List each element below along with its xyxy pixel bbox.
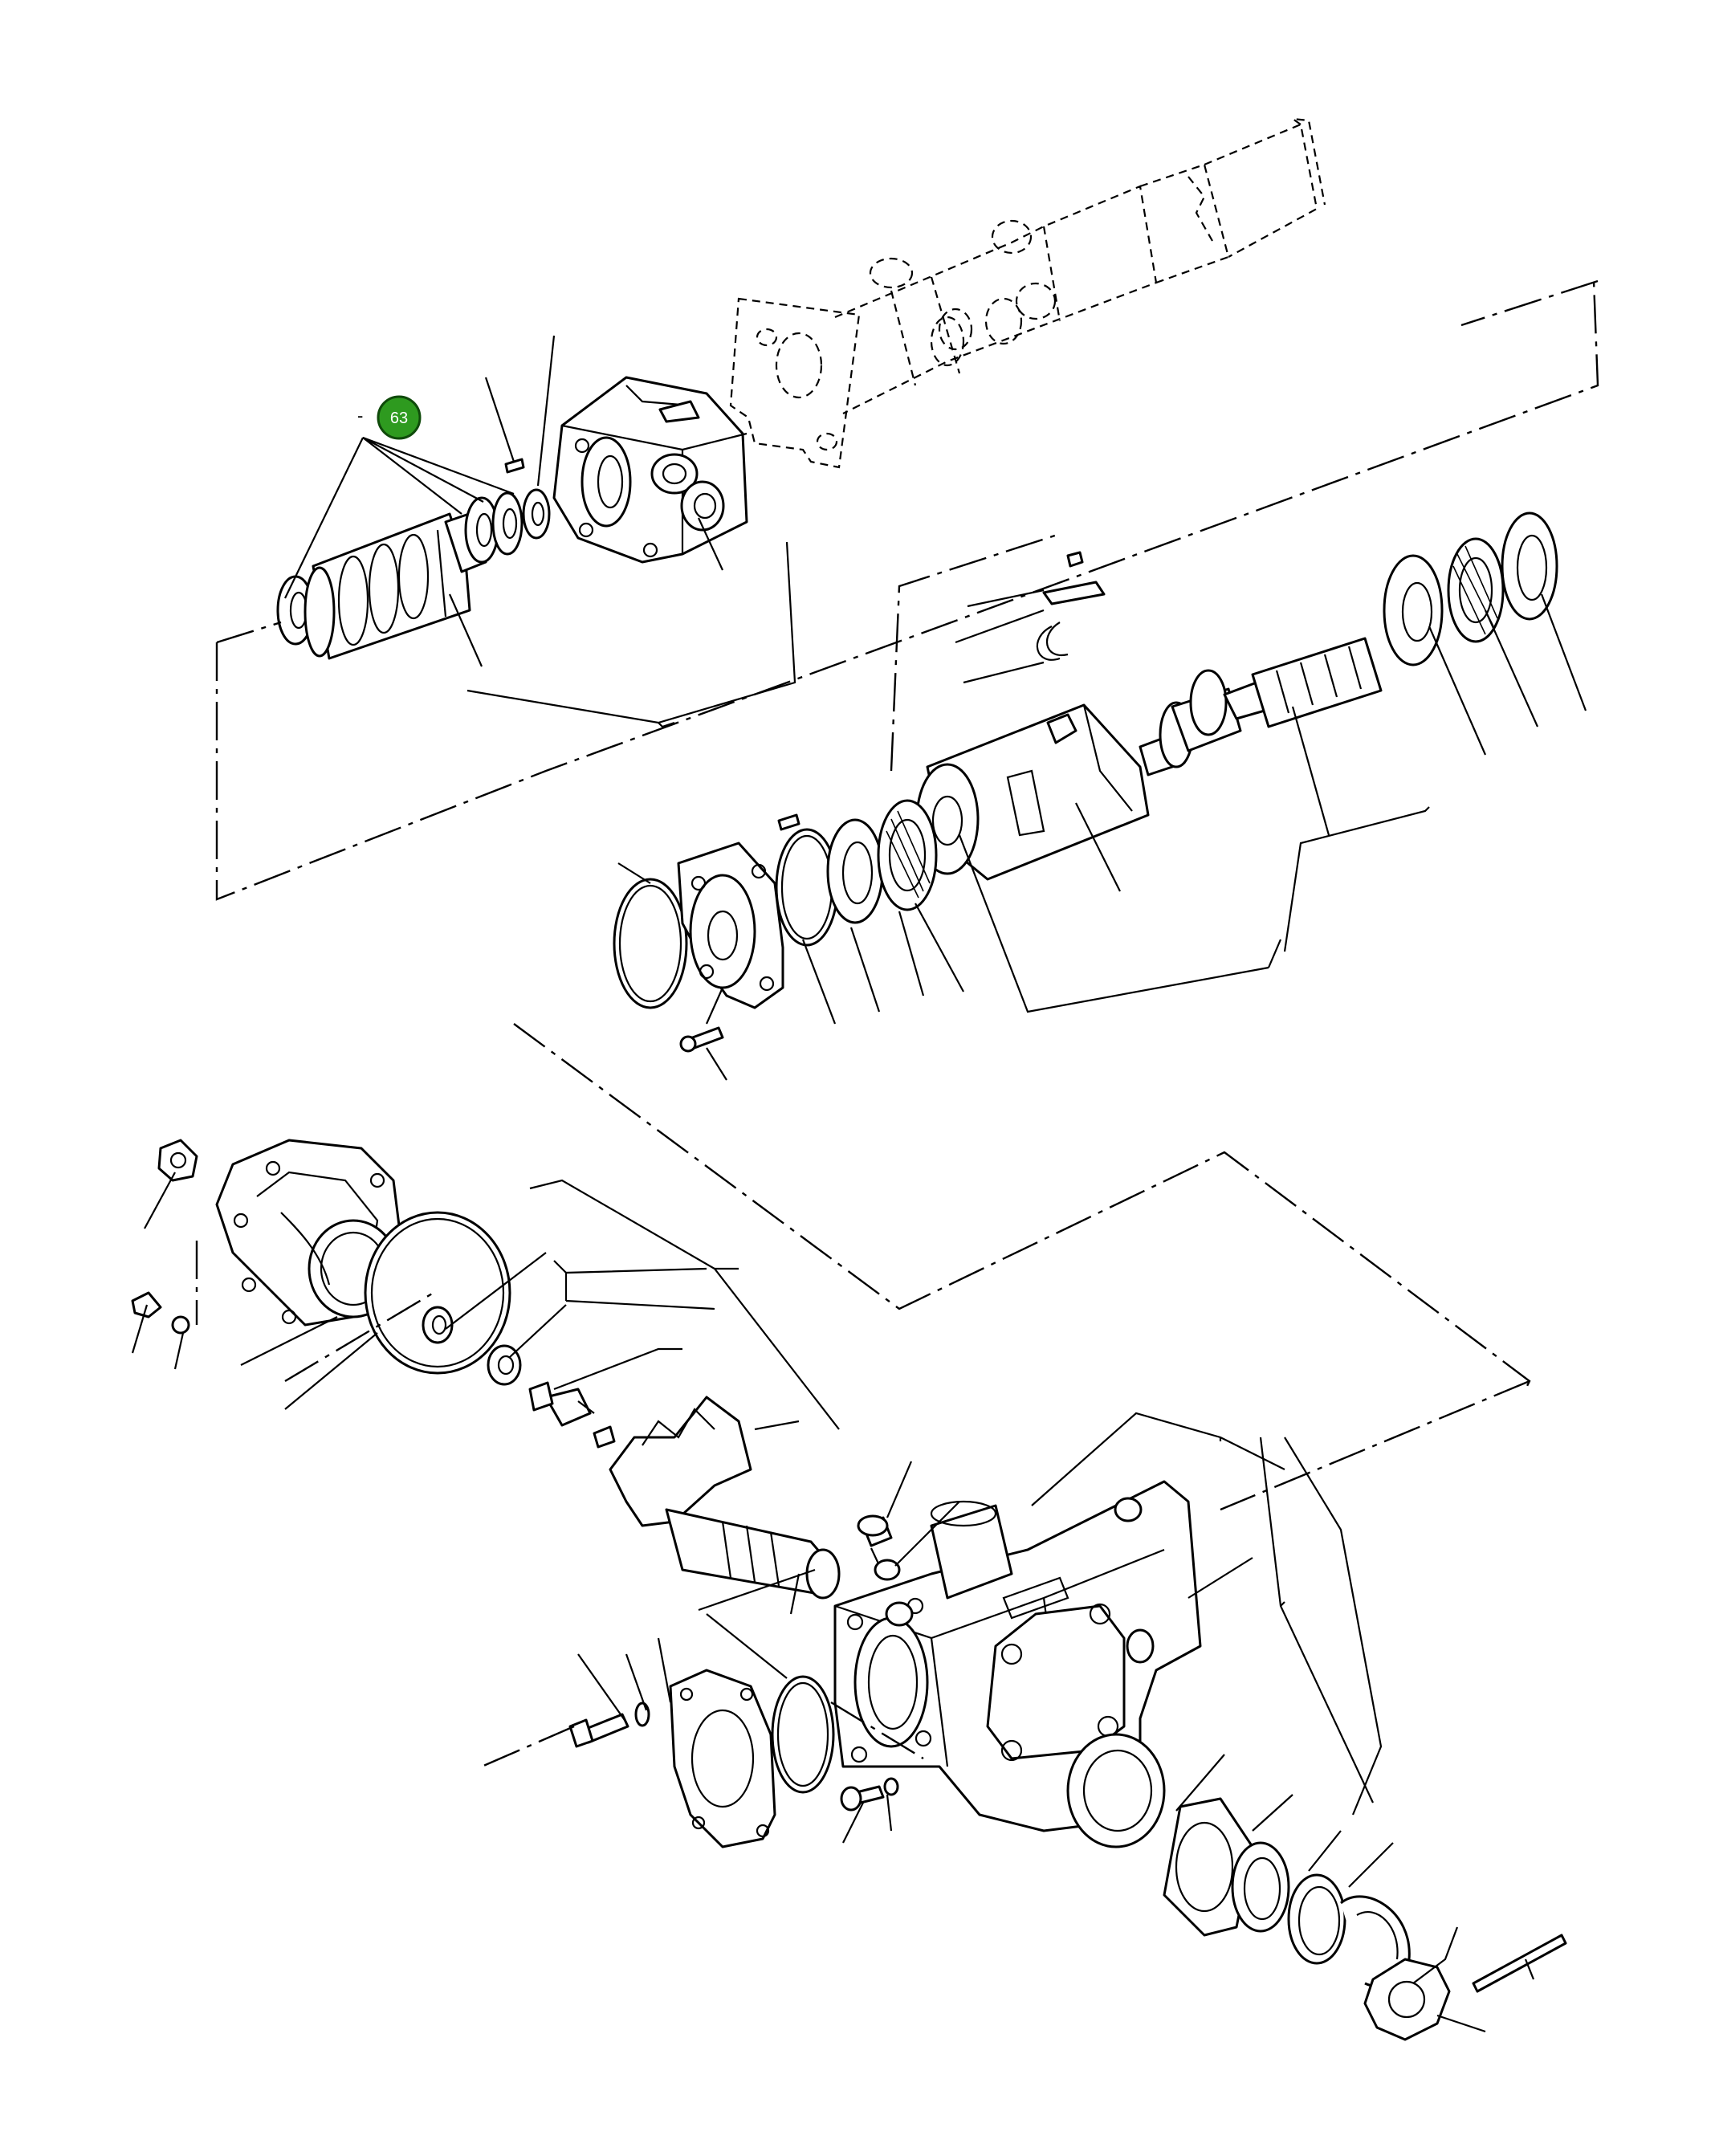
callout-63-badge	[377, 395, 422, 440]
output-bearing-stack	[1163, 1797, 1567, 2041]
valve-body	[552, 376, 748, 564]
gear-housing	[833, 1480, 1202, 1848]
filler-plug	[857, 1514, 901, 1581]
phantom-housing	[729, 117, 1326, 469]
leader-lines	[131, 335, 1587, 2033]
callout-63-label: 63	[390, 410, 408, 427]
piston-shaft-assembly	[915, 511, 1558, 881]
assembly-chain-lines	[195, 279, 1599, 1768]
end-cover-group	[131, 1139, 592, 1427]
valve-piston-assembly	[276, 458, 551, 660]
middle-cover-group	[613, 799, 938, 1053]
sector-shaft	[593, 1396, 841, 1600]
callout-63-dash: -	[357, 406, 363, 426]
callout-63[interactable]: 63	[377, 395, 422, 440]
clip-parts	[1036, 551, 1106, 661]
side-cover-group	[568, 1669, 899, 1848]
